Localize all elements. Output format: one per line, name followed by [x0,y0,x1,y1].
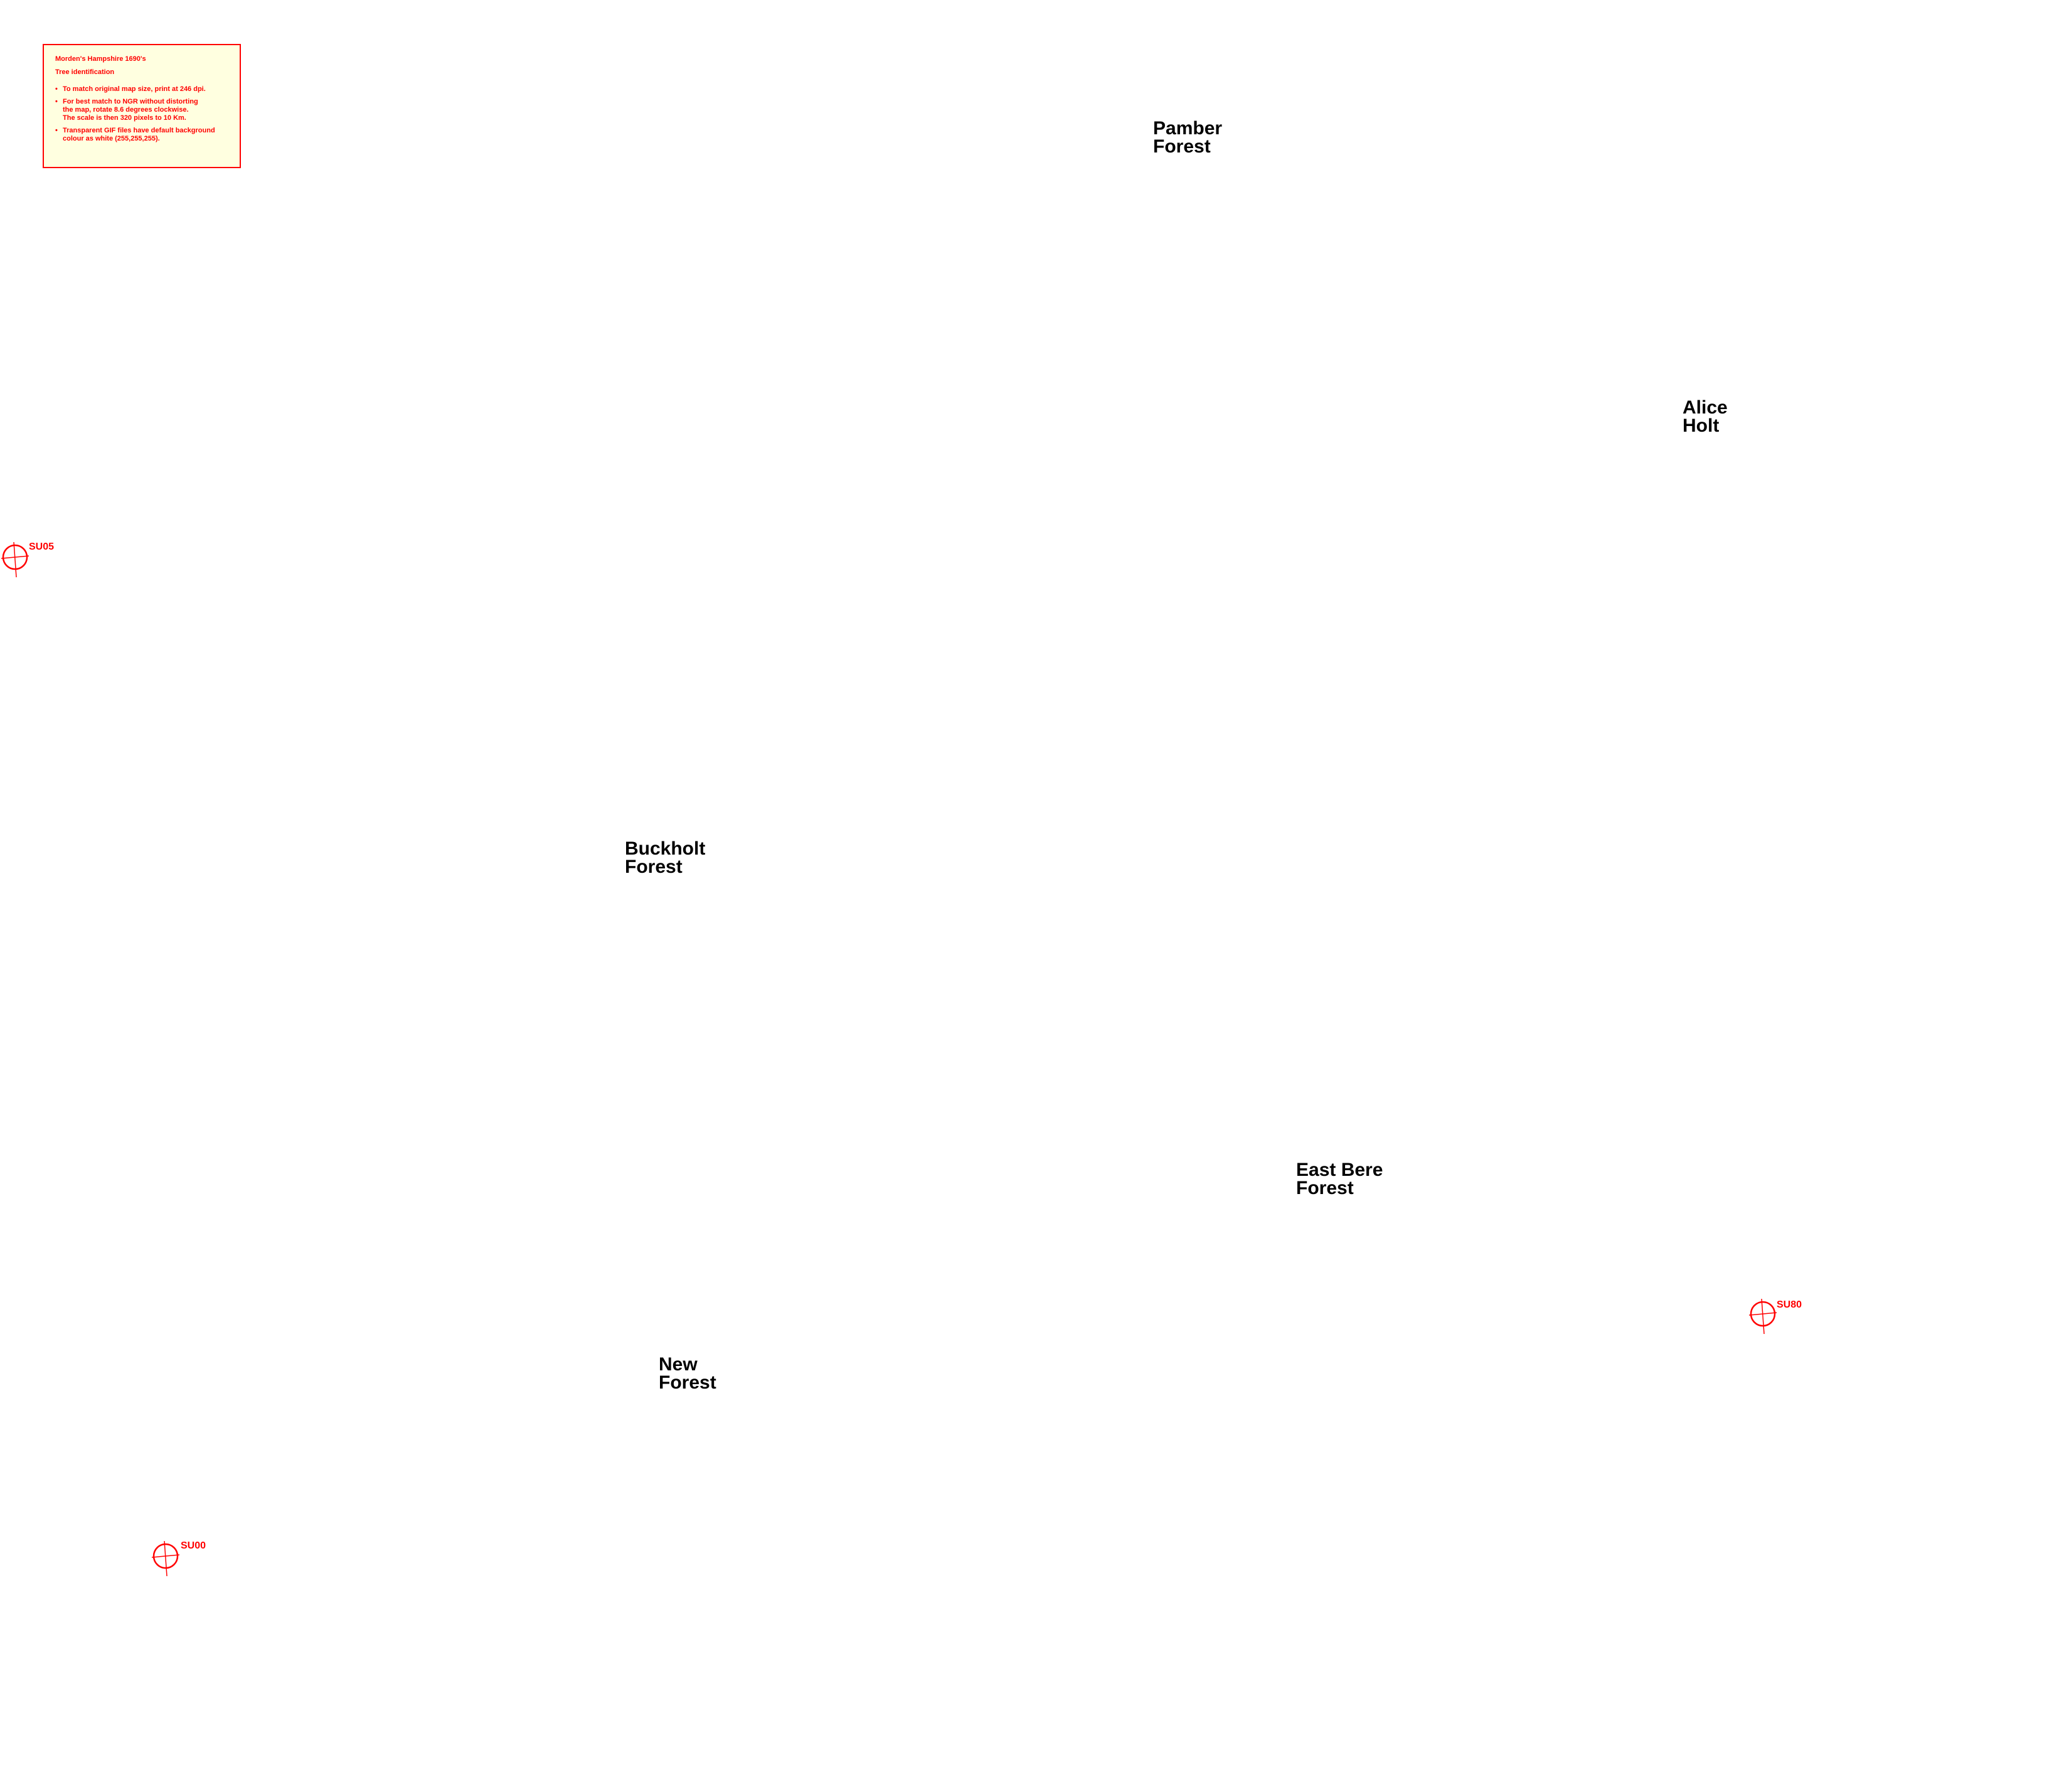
grid-label-su00: SU00 [181,1540,206,1551]
grid-label-su80: SU80 [1777,1299,1802,1310]
map-subtitle: Tree identification [55,68,115,76]
info-note-rotation: For best match to NGR without distorting… [55,98,230,122]
forest-label-line2: Forest [625,856,683,877]
forest-label-east-bere: East Bere Forest [1296,1160,1383,1198]
forest-label-line2: Forest [659,1372,716,1393]
grid-marker-su80: SU80 [1748,1295,1811,1339]
forest-label-new-forest: New Forest [659,1355,716,1392]
forest-label-line2: Forest [1296,1178,1354,1198]
info-notes-list: To match original map size, print at 246… [55,85,230,143]
forest-label-line2: Holt [1683,415,1720,436]
forest-label-line1: New [659,1354,698,1375]
info-note-print-size: To match original map size, print at 246… [55,85,230,93]
crosshair-icon [1748,1298,1777,1335]
forest-label-buckholt: Buckholt Forest [625,838,706,877]
grid-marker-su00: SU00 [151,1537,213,1581]
forest-label-pamber: Pamber Forest [1153,119,1222,156]
forest-label-line1: Pamber [1153,118,1223,139]
crosshair-icon [1,541,29,578]
forest-label-line1: Buckholt [625,838,706,859]
forest-label-line1: Alice [1683,397,1728,418]
forest-label-line1: East Bere [1296,1160,1383,1180]
map-info-box: Morden's Hampshire 1690's Tree identific… [43,44,241,168]
map-title: Morden's Hampshire 1690's [55,55,146,63]
crosshair-icon [151,1540,180,1577]
forest-label-line2: Forest [1153,136,1211,157]
info-note-transparency: Transparent GIF files have default backg… [55,127,230,143]
grid-marker-su05: SU05 [0,538,63,582]
forest-label-alice-holt: Alice Holt [1683,398,1728,435]
grid-label-su05: SU05 [29,541,55,552]
